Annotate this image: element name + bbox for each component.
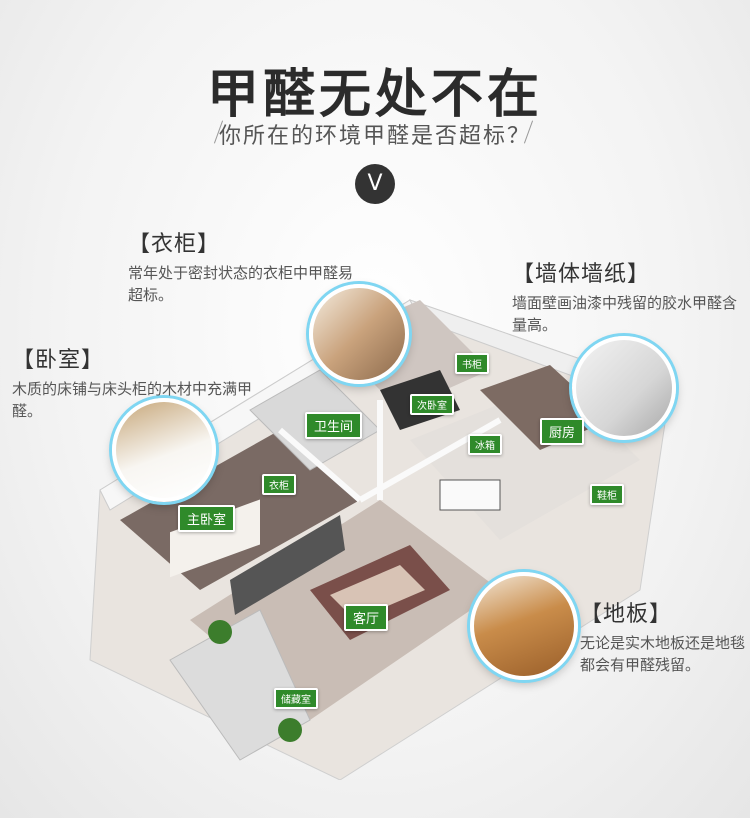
chevron-badge-icon: V <box>355 164 395 204</box>
callout-floor-title: 【地板】 <box>580 602 673 627</box>
room-tag-study: 书柜 <box>455 353 489 374</box>
room-tag-cabinet: 鞋柜 <box>590 484 624 505</box>
room-tag-living-room: 客厅 <box>344 604 389 631</box>
callout-wall: 【墙体墙纸】 墙面壁画油漆中残留的胶水甲醛含量高。 <box>512 256 742 336</box>
wardrobe-zoom-image <box>309 284 409 384</box>
page-title: 甲醛无处不在 <box>206 65 543 125</box>
callout-floor-desc: 无论是实木地板还是地毯都会有甲醛残留。 <box>580 634 746 674</box>
room-tag-fridge: 冰箱 <box>468 434 502 455</box>
callout-floor: 【地板】 无论是实木地板还是地毯都会有甲醛残留。 <box>580 596 750 676</box>
room-tag-second-bedroom: 次卧室 <box>410 394 454 415</box>
callout-wardrobe-desc: 常年处于密封状态的衣柜中甲醛易超标。 <box>128 264 354 304</box>
callout-wall-title: 【墙体墙纸】 <box>512 262 651 287</box>
callout-bedroom: 【卧室】 木质的床铺与床头柜的木材中充满甲醛。 <box>12 342 252 422</box>
room-tag-kitchen: 厨房 <box>540 418 585 445</box>
callout-wardrobe-title: 【衣柜】 <box>128 232 221 257</box>
room-tag-storage: 储藏室 <box>274 688 318 709</box>
bedroom-zoom-image <box>112 398 216 502</box>
room-tag-master-bedroom: 主卧室 <box>178 505 236 532</box>
page-subtitle: 你所在的环境甲醛是否超标？ <box>218 124 531 149</box>
wall-zoom-image <box>572 336 676 440</box>
callout-bedroom-title: 【卧室】 <box>12 348 105 373</box>
room-tag-bathroom: 卫生间 <box>305 412 363 439</box>
room-tag-wardrobe: 衣柜 <box>262 474 296 495</box>
callout-wall-desc: 墙面壁画油漆中残留的胶水甲醛含量高。 <box>512 294 738 334</box>
floor-zoom-image <box>470 572 578 680</box>
callout-bedroom-desc: 木质的床铺与床头柜的木材中充满甲醛。 <box>12 380 253 420</box>
callout-wardrobe: 【衣柜】 常年处于密封状态的衣柜中甲醛易超标。 <box>128 226 358 306</box>
